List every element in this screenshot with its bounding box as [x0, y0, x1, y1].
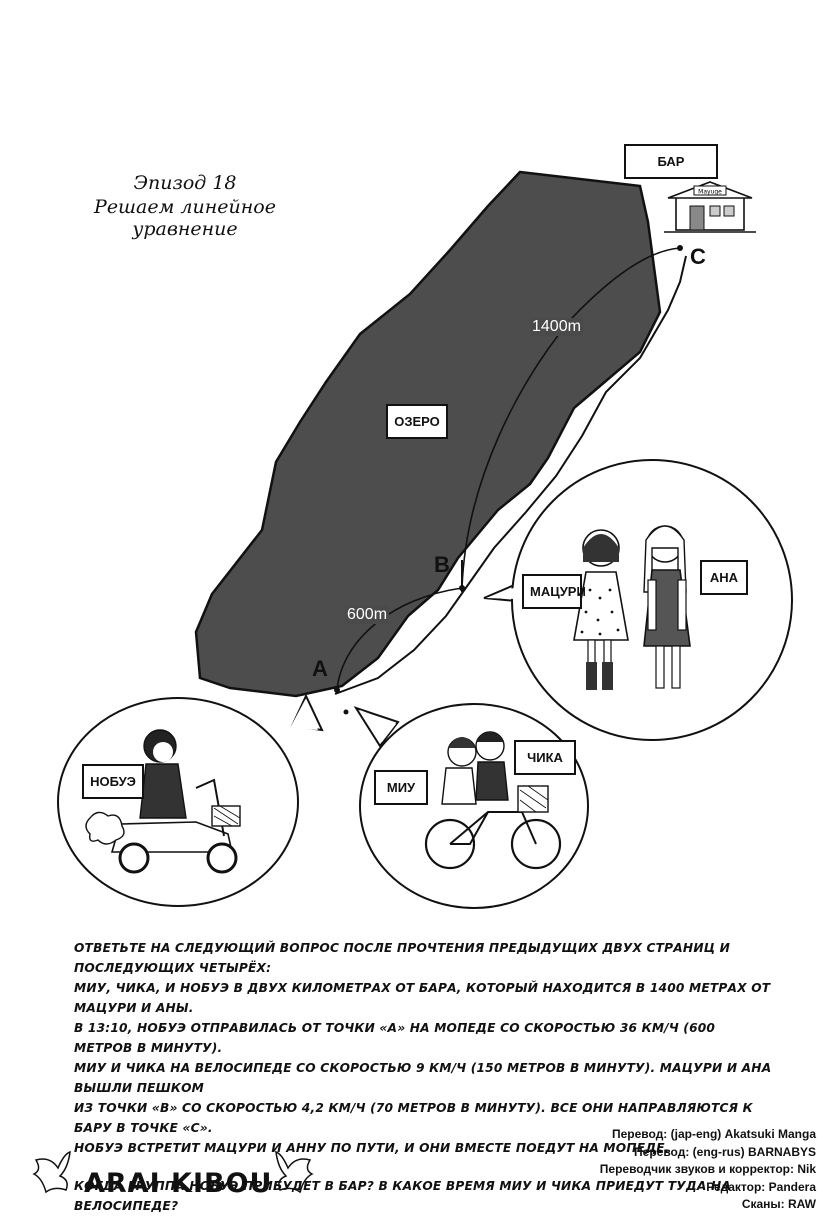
- credit-line: Переводчик звуков и корректор: Nik: [599, 1162, 816, 1176]
- nobue-label: НОБУЭ: [82, 764, 144, 799]
- team-logo: ARAI KIBOU: [84, 1168, 273, 1199]
- bubble-miu-chika: [353, 703, 589, 909]
- lake-label: ОЗЕРО: [386, 404, 448, 439]
- start-dot: [343, 709, 349, 715]
- route-ab-curve: [336, 587, 463, 691]
- road-line: [334, 255, 687, 695]
- credit-line: Перевод: (eng-rus) BARNABYS: [634, 1144, 816, 1159]
- ana-figure-icon: [643, 525, 691, 689]
- bar-sign-text: Mayuge: [698, 189, 722, 196]
- point-c-dot: [677, 245, 683, 251]
- credit-line: Редактор: Pandera: [706, 1179, 816, 1194]
- dove-left-icon: [32, 1150, 71, 1194]
- problem-question: Когда группа Нобуэ прибудет в бар? В как…: [74, 1179, 732, 1213]
- miu-chika-on-bicycle-icon: [424, 731, 562, 870]
- bar-building-icon: [664, 181, 756, 233]
- route-bc-curve: [461, 247, 681, 589]
- point-b-dot: [459, 585, 465, 591]
- point-a-dot: [334, 687, 340, 693]
- problem-line: Миу и Чика на велосипеде со скоростью 9 …: [74, 1061, 772, 1095]
- problem-line: из точки «В» со скоростью 4,2 км/ч (70 м…: [74, 1101, 753, 1135]
- point-a-label: A: [312, 656, 328, 681]
- distance-bc-label: 1400m: [530, 318, 583, 336]
- bubble-nobue: [57, 693, 324, 907]
- problem-line: Миу, Чика, и Нобуэ в двух километрах от …: [74, 981, 771, 1015]
- point-c-label: C: [690, 244, 706, 269]
- chika-label: ЧИКА: [514, 740, 576, 775]
- distance-ab-label: 600m: [345, 606, 390, 624]
- credits-block: Перевод: (jap-eng) Akatsuki Manga Перево…: [600, 1126, 816, 1214]
- matsuri-label: МАЦУРИ: [522, 574, 586, 609]
- ana-label: АНА: [700, 560, 748, 595]
- point-b-label: B: [434, 552, 450, 577]
- nobue-on-moped-icon: [85, 729, 241, 874]
- episode-number: Эпизод 18: [133, 172, 237, 194]
- episode-subtitle: Решаем линейное уравнение: [94, 196, 276, 240]
- dove-right-icon: [275, 1150, 314, 1194]
- problem-line: В 13:10, Нобуэ отправилась от точки «А» …: [74, 1021, 716, 1055]
- bar-label: БАР: [624, 144, 718, 179]
- problem-line: Нобуэ встретит Мацури и Анну по пути, и …: [74, 1141, 670, 1155]
- episode-title-block: Эпизод 18 Решаем линейное уравнение: [40, 172, 330, 240]
- credit-line: Перевод: (jap-eng) Akatsuki Manga: [612, 1127, 816, 1141]
- credit-line: Сканы: RAW: [741, 1197, 816, 1211]
- problem-text: Ответьте на следующий вопрос после прочт…: [74, 938, 774, 1216]
- miu-label: МИУ: [374, 770, 428, 805]
- problem-line: Ответьте на следующий вопрос после прочт…: [74, 941, 731, 975]
- matsuri-figure-icon: [573, 529, 629, 690]
